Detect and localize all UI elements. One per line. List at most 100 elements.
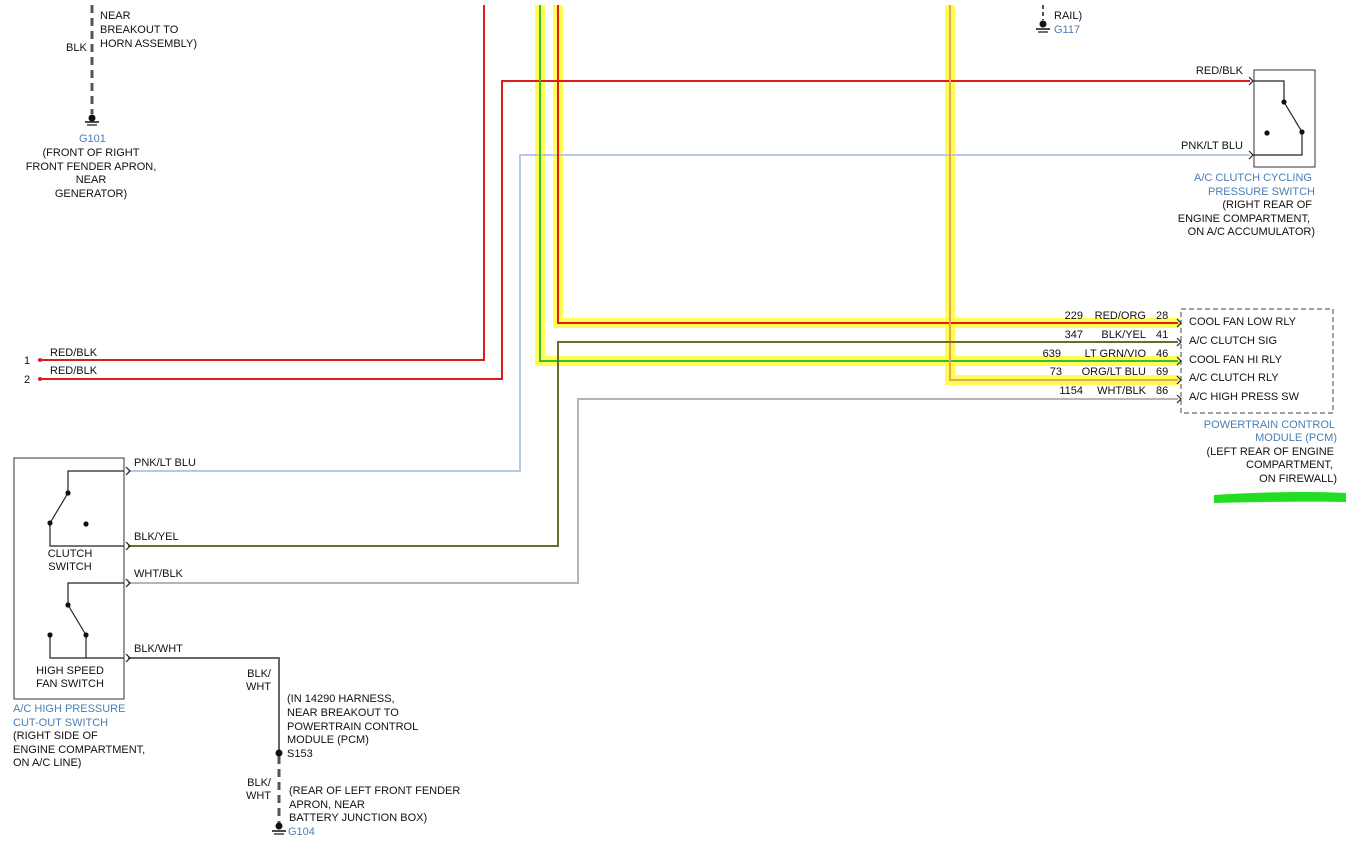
pin-number: 46 [1156,348,1168,360]
pin-wire: RED/ORG [1095,310,1146,322]
pcm-pin-row: 639 LT GRN/VIO 46 COOL FAN HI RLY [1043,348,1283,366]
splice-desc-3: POWERTRAIN CONTROL [287,721,418,733]
pin-circuit: 347 [1065,329,1083,341]
g101-desc-3: NEAR [76,174,107,186]
pin-number: 69 [1156,366,1168,378]
pin-number: 41 [1156,329,1168,341]
splice-desc-4: MODULE (PCM) [287,734,369,746]
ground-id-g104: G104 [288,826,315,838]
wire-wht-blk [128,398,1178,584]
wire-red-blk-1 [40,5,485,361]
top-left-note-2: BREAKOUT TO [100,24,179,36]
pcm-loc-3: ON FIREWALL) [1259,473,1337,485]
top-left-note-1: NEAR [100,10,131,22]
splice-wire-lower-2: WHT [246,790,271,802]
wire-org-lt-blu [949,5,1178,381]
wire-blk-wht [128,657,280,752]
ground-icon [1036,20,1050,33]
pin-wire: LT GRN/VIO [1085,348,1147,360]
input-wire-label: RED/BLK [50,347,98,359]
pcm-name-2: MODULE (PCM) [1255,432,1337,444]
g104-desc-1: (REAR OF LEFT FRONT FENDER [289,785,460,797]
hp-switch-box [13,457,125,700]
pin-circuit: 639 [1043,348,1061,360]
pressure-switch-loc-2: ENGINE COMPARTMENT, [1178,213,1310,225]
wire-red-blk-2 [40,80,1250,380]
hp-switch-name-2: CUT-OUT SWITCH [13,717,108,729]
ground-id-g117: G117 [1054,24,1080,36]
ground-id-g101: G101 [79,133,106,145]
pin-label: A/C CLUTCH RLY [1189,372,1279,384]
pcm-name-1: POWERTRAIN CONTROL [1204,419,1335,431]
ground-icon [272,822,286,835]
splice-wire-upper-1: BLK/ [247,668,272,680]
fan-switch-label-1: HIGH SPEED [36,665,104,677]
pcm-pin-row: 1154 WHT/BLK 86 A/C HIGH PRESS SW [1059,385,1300,404]
clutch-switch-contact-icon [47,470,124,547]
fan-switch-contact-icon [47,582,124,659]
pin-circuit: 73 [1050,366,1062,378]
input-wire-label: RED/BLK [50,365,98,377]
top-right-note: RAIL) [1054,10,1082,22]
clutch-switch-label-1: CLUTCH [48,548,93,560]
splice-wire-upper-2: WHT [246,681,271,693]
g101-desc-4: GENERATOR) [55,188,127,200]
hp-wire-label: BLK/YEL [134,531,179,543]
top-left-note-3: HORN ASSEMBLY) [100,38,197,50]
green-marker [1214,491,1346,503]
pin-label: A/C CLUTCH SIG [1189,335,1277,347]
hp-wire-label: WHT/BLK [134,568,184,580]
pin-number: 86 [1156,385,1168,397]
pressure-switch-loc-3: ON A/C ACCUMULATOR) [1188,226,1315,238]
pressure-switch-wire-top: RED/BLK [1196,65,1244,77]
highlight-lt-grn-vio [535,5,1180,366]
hp-switch-name-1: A/C HIGH PRESSURE [13,703,125,715]
pin-wire: ORG/LT BLU [1082,366,1146,378]
wire-lt-grn-vio [539,5,1178,362]
pcm-pin-row: 73 ORG/LT BLU 69 A/C CLUTCH RLY [1050,366,1279,385]
switch-contact-icon [1248,76,1305,160]
pcm-pin-row: 229 RED/ORG 28 COOL FAN LOW RLY [1065,310,1297,328]
ground-icon [85,114,99,126]
g104-desc-2: APRON, NEAR [289,799,365,811]
pin-circuit: 1154 [1059,385,1083,397]
powertrain-control-module: 229 RED/ORG 28 COOL FAN LOW RLY 347 BLK/… [1043,308,1337,485]
input-number: 1 [24,355,30,367]
pcm-loc-1: (LEFT REAR OF ENGINE [1206,446,1334,458]
hp-switch-loc-1: (RIGHT SIDE OF [13,730,98,742]
g101-desc-2: FRONT FENDER APRON, [26,161,157,173]
pin-wire: BLK/YEL [1101,329,1146,341]
pcm-loc-2: COMPARTMENT, [1246,459,1333,471]
pressure-switch-loc-1: (RIGHT REAR OF [1222,199,1312,211]
wire-blk-yel [128,341,1178,547]
hp-switch-loc-2: ENGINE COMPARTMENT, [13,744,145,756]
pin-number: 28 [1156,310,1168,322]
splice-dot [275,749,283,757]
pin-circuit: 229 [1065,310,1083,322]
left-inputs: 1 RED/BLK 2 RED/BLK [24,347,98,386]
splice-id: S153 [287,748,313,760]
wires [40,5,1250,828]
pin-wire: WHT/BLK [1097,385,1147,397]
ac-high-pressure-cutout-switch: CLUTCH SWITCH HIGH SPEED FAN SWITCH PNK/… [13,457,196,769]
pressure-switch-box [1253,69,1316,168]
g104-desc-3: BATTERY JUNCTION BOX) [289,812,427,824]
wire-red-org [557,5,1178,324]
ground-g101-group: NEAR BREAKOUT TO HORN ASSEMBLY) BLK G101… [26,10,197,200]
pin-label: COOL FAN HI RLY [1189,354,1283,366]
ac-clutch-cycling-pressure-switch: RED/BLK PNK/LT BLU A/C CLUTCH CYCLING PR… [1178,65,1316,238]
hp-wire-label: BLK/WHT [134,643,183,655]
pin-label: A/C HIGH PRESS SW [1189,391,1300,403]
pin-label: COOL FAN LOW RLY [1189,316,1297,328]
input-number: 2 [24,374,30,386]
wire-pnk-lt-blu [128,154,1250,472]
wire-label-blk: BLK [66,42,87,54]
pressure-switch-name-1: A/C CLUTCH CYCLING [1194,172,1312,184]
fan-switch-label-2: FAN SWITCH [36,678,104,690]
splice-desc-1: (IN 14290 HARNESS, [287,693,395,705]
pcm-pin-row: 347 BLK/YEL 41 A/C CLUTCH SIG [1065,329,1277,347]
splice-wire-lower-1: BLK/ [247,777,272,789]
pressure-switch-wire-bottom: PNK/LT BLU [1181,140,1243,152]
splice-desc-2: NEAR BREAKOUT TO [287,707,399,719]
